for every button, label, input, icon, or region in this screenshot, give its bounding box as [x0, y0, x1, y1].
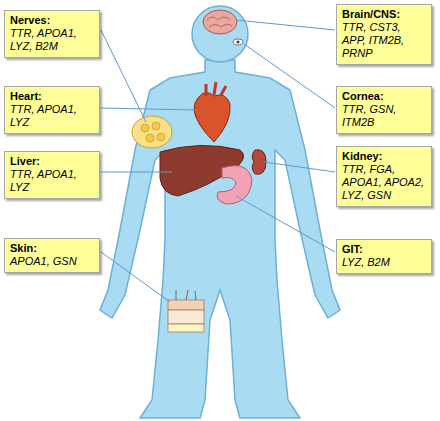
gene-list: TTR, APOA1, LYZ, B2M [10, 27, 94, 53]
organ-name: Nerves: [10, 14, 94, 27]
gene-list: APOA1, GSN [10, 255, 94, 268]
organ-name: Brain/CNS: [342, 8, 426, 21]
organ-label-box: Liver:TTR, APOA1, LYZ [4, 151, 100, 199]
heart [194, 82, 230, 142]
gene-list: TTR, APOA1, LYZ [10, 103, 94, 129]
eye [233, 39, 243, 45]
leader-lines [101, 20, 335, 302]
organ-label-box: Kidney:TTR, FGA, APOA1, APOA2, LYZ, GSN [336, 146, 432, 207]
gene-list: TTR, APOA1, LYZ [10, 168, 94, 194]
gene-list: TTR, FGA, APOA1, APOA2, LYZ, GSN [342, 163, 426, 202]
organ-name: Skin: [10, 242, 94, 255]
organ-name: Kidney: [342, 150, 426, 163]
nerve [132, 116, 172, 148]
stomach [217, 166, 252, 204]
organ-name: Liver: [10, 155, 94, 168]
organ-label-box: GIT:LYZ, B2M [336, 239, 432, 274]
organ-label-box: Cornea:TTR, GSN, ITM2B [336, 86, 432, 134]
gene-list: TTR, CST3, APP, ITM2B, PRNP [342, 21, 426, 60]
body-silhouette [100, 6, 340, 418]
brain [203, 10, 237, 34]
gene-list: TTR, GSN, ITM2B [342, 103, 426, 129]
organ-label-box: Brain/CNS:TTR, CST3, APP, ITM2B, PRNP [336, 4, 432, 65]
organ-label-box: Heart:TTR, APOA1, LYZ [4, 86, 100, 134]
kidney [252, 150, 266, 175]
organ-name: Cornea: [342, 90, 426, 103]
skin-block [168, 290, 204, 332]
organ-name: GIT: [342, 243, 426, 256]
organ-label-box: Skin:APOA1, GSN [4, 238, 100, 273]
organ-label-box: Nerves:TTR, APOA1, LYZ, B2M [4, 10, 100, 58]
gene-list: LYZ, B2M [342, 256, 426, 269]
organ-name: Heart: [10, 90, 94, 103]
